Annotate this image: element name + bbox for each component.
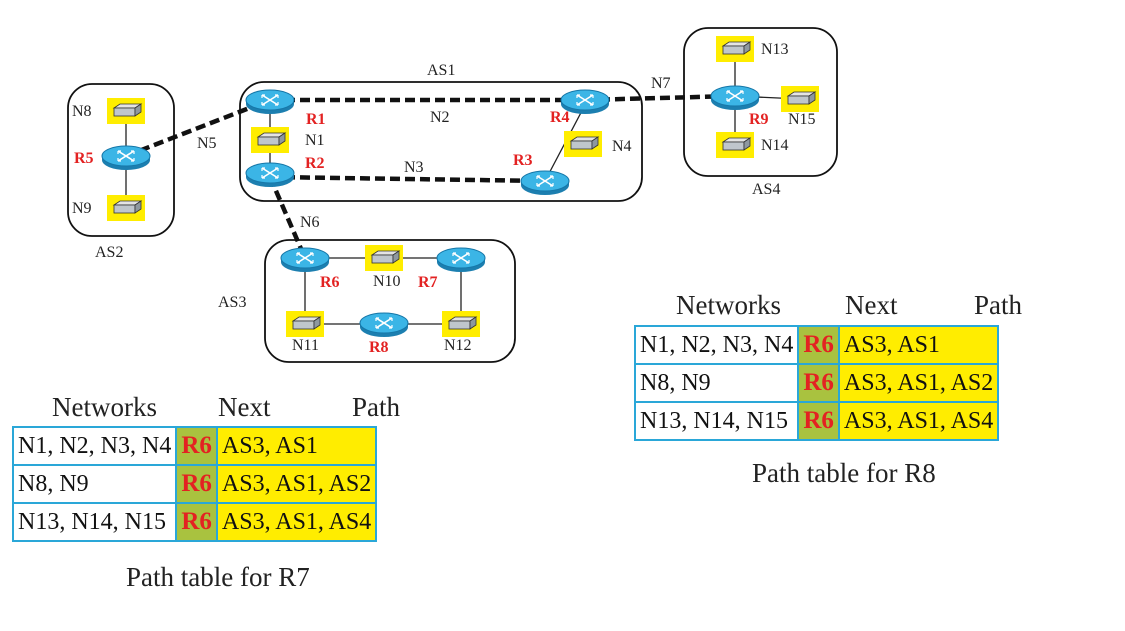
host-n14 <box>715 131 755 159</box>
link-n3 <box>269 174 546 184</box>
as1-boundary <box>239 81 643 202</box>
cell-networks: N8, N9 <box>633 363 800 403</box>
label-n8: N8 <box>72 103 92 120</box>
label-n4: N4 <box>612 138 632 155</box>
router-r1 <box>245 89 295 115</box>
table-row: N8, N9 R6 AS3, AS1, AS2 <box>11 464 378 504</box>
cell-path: AS3, AS1, AS4 <box>215 502 378 542</box>
cell-networks: N13, N14, N15 <box>633 401 800 441</box>
as1-label: AS1 <box>427 62 455 79</box>
header-path: Path <box>352 392 401 422</box>
cell-networks: N1, N2, N3, N4 <box>11 426 178 466</box>
table-r7: N1, N2, N3, N4 R6 AS3, AS1 N8, N9 R6 AS3… <box>11 426 378 542</box>
host-n1 <box>250 126 290 154</box>
cell-path: AS3, AS1 <box>837 325 1000 365</box>
label-r1: R1 <box>306 111 326 128</box>
label-n10: N10 <box>373 273 401 290</box>
label-n7: N7 <box>651 75 671 92</box>
cell-path: AS3, AS1, AS2 <box>215 464 378 504</box>
host-n13 <box>715 35 755 63</box>
label-n1: N1 <box>305 132 325 149</box>
router-r9 <box>710 85 760 111</box>
caption-r7: Path table for R7 <box>126 562 310 592</box>
label-n15: N15 <box>788 111 816 128</box>
router-r7 <box>436 247 486 273</box>
header-networks: Networks <box>52 392 157 422</box>
label-r5: R5 <box>74 150 94 167</box>
as4-label: AS4 <box>752 181 780 198</box>
cell-networks: N8, N9 <box>11 464 178 504</box>
label-n11: N11 <box>292 337 319 354</box>
cell-next: R6 <box>175 502 218 542</box>
label-n2: N2 <box>430 109 450 126</box>
table-row: N1, N2, N3, N4 R6 AS3, AS1 <box>11 426 378 466</box>
host-n10 <box>364 244 404 272</box>
label-n5: N5 <box>197 135 217 152</box>
host-n11 <box>285 310 325 338</box>
as2-boundary <box>67 83 175 237</box>
header-path: Path <box>974 290 1023 320</box>
host-n8 <box>106 97 146 125</box>
label-n13: N13 <box>761 41 789 58</box>
cell-next: R6 <box>175 464 218 504</box>
header-next: Next <box>845 290 898 320</box>
label-r9: R9 <box>749 111 769 128</box>
label-r7: R7 <box>418 274 438 291</box>
host-n4 <box>563 130 603 158</box>
table-row: N8, N9 R6 AS3, AS1, AS2 <box>633 363 1000 403</box>
as3-boundary <box>264 239 516 363</box>
header-networks: Networks <box>676 290 781 320</box>
caption-r8: Path table for R8 <box>752 458 936 488</box>
label-n3: N3 <box>404 159 424 176</box>
router-r8 <box>359 312 409 338</box>
cell-next: R6 <box>175 426 218 466</box>
label-n6: N6 <box>300 214 320 231</box>
table-row: N1, N2, N3, N4 R6 AS3, AS1 <box>633 325 1000 365</box>
link-n5 <box>125 97 271 159</box>
router-r2 <box>245 162 295 188</box>
cell-next: R6 <box>797 363 840 403</box>
label-r2: R2 <box>305 155 325 172</box>
label-n14: N14 <box>761 137 789 154</box>
cell-path: AS3, AS1, AS4 <box>837 401 1000 441</box>
label-r4: R4 <box>550 109 570 126</box>
link-n7 <box>584 93 736 103</box>
host-n9 <box>106 194 146 222</box>
router-r3 <box>520 170 570 196</box>
table-r8: N1, N2, N3, N4 R6 AS3, AS1 N8, N9 R6 AS3… <box>633 325 1000 441</box>
as3-label: AS3 <box>218 294 246 311</box>
header-next: Next <box>218 392 271 422</box>
cell-next: R6 <box>797 401 840 441</box>
table-row: N13, N14, N15 R6 AS3, AS1, AS4 <box>11 502 378 542</box>
cell-networks: N1, N2, N3, N4 <box>633 325 800 365</box>
label-r8: R8 <box>369 339 389 356</box>
label-r3: R3 <box>513 152 533 169</box>
as4-boundary <box>683 27 838 177</box>
table-row: N13, N14, N15 R6 AS3, AS1, AS4 <box>633 401 1000 441</box>
label-n9: N9 <box>72 200 92 217</box>
cell-path: AS3, AS1 <box>215 426 378 466</box>
router-r5 <box>101 145 151 171</box>
cell-path: AS3, AS1, AS2 <box>837 363 1000 403</box>
host-n12 <box>441 310 481 338</box>
cell-networks: N13, N14, N15 <box>11 502 178 542</box>
as2-label: AS2 <box>95 244 123 261</box>
cell-next: R6 <box>797 325 840 365</box>
label-n12: N12 <box>444 337 472 354</box>
host-n15 <box>780 85 820 113</box>
label-r6: R6 <box>320 274 340 291</box>
router-r6 <box>280 247 330 273</box>
